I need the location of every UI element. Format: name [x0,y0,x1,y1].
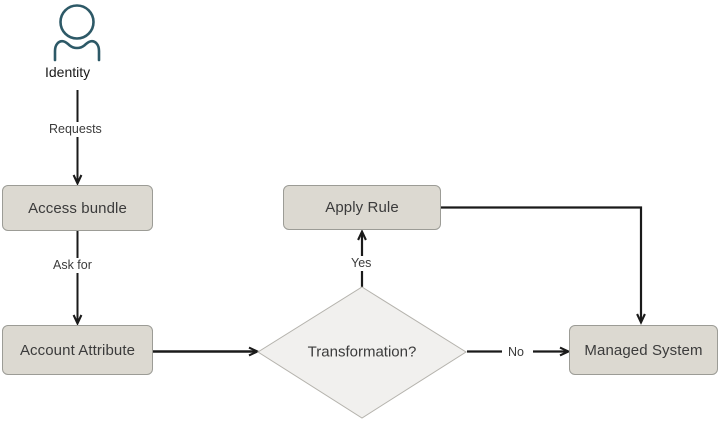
person-icon [53,4,101,62]
node-managed-system[interactable]: Managed System [569,325,718,375]
edge-label-ask-for: Ask for [50,258,95,273]
actor-label-identity: Identity [45,64,91,80]
node-apply-rule[interactable]: Apply Rule [283,185,441,230]
node-account-attribute[interactable]: Account Attribute [2,325,153,375]
edge-label-requests: Requests [46,122,105,137]
node-transformation-label: Transformation? [307,343,417,361]
edge-apply-rule-to-managed-system [441,206,641,323]
edge-label-yes: Yes [348,256,375,271]
node-transformation-diamond[interactable] [257,286,467,419]
node-access-bundle[interactable]: Access bundle [2,185,153,231]
edge-label-no: No [505,345,527,360]
